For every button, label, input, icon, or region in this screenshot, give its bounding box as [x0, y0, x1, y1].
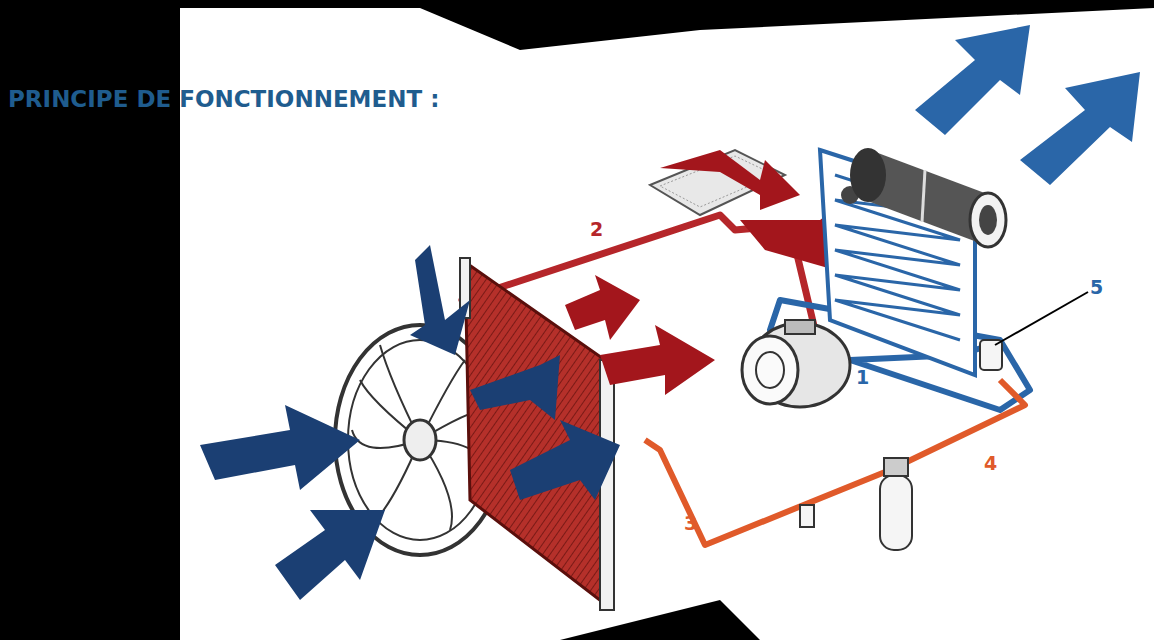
- receiver-dryer: [880, 458, 912, 550]
- leader-line: [995, 292, 1088, 345]
- callout-number: 5: [1090, 276, 1103, 298]
- hot-air-arrows: [565, 275, 715, 395]
- liquid-pipe: [645, 380, 1025, 545]
- compressor: [742, 320, 850, 407]
- incoming-air-arrows: [200, 245, 620, 600]
- expansion-valve: [980, 340, 1002, 370]
- callout-number: 1: [856, 366, 869, 388]
- callout-number: 4: [984, 452, 997, 474]
- cold-air-arrows: [915, 25, 1140, 185]
- air-arrow: [660, 150, 800, 210]
- service-valve: [800, 505, 814, 527]
- blower: [850, 148, 1006, 247]
- callout-number: 2: [590, 218, 603, 240]
- callout-number: 3: [684, 512, 697, 534]
- diagram-title: PRINCIPE DE FONCTIONNEMENT :: [8, 86, 439, 112]
